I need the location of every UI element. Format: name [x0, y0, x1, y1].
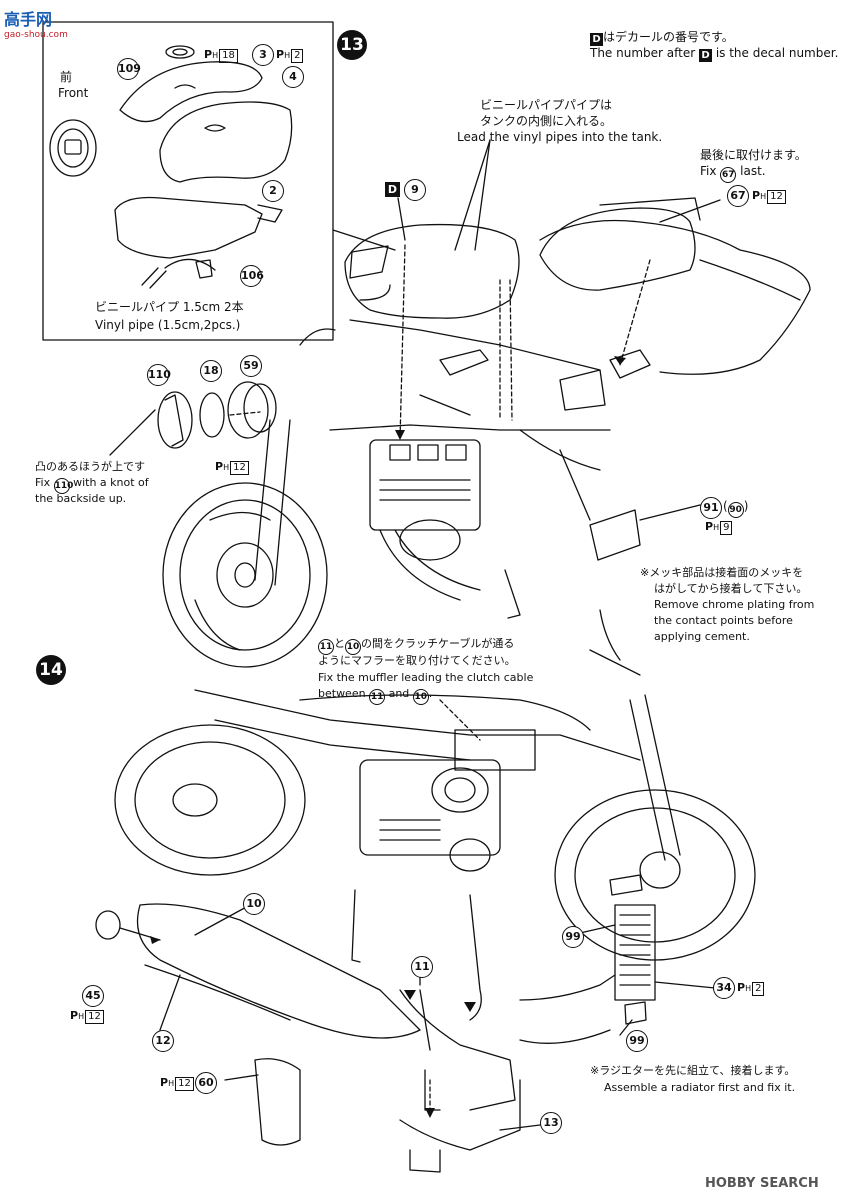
- arrow-icon: [464, 1002, 476, 1012]
- arrow-icon: [614, 356, 626, 365]
- chrome-note-en1: Remove chrome plating from: [654, 598, 815, 611]
- part-110: 110: [147, 364, 171, 386]
- chrome-note-jp2: はがしてから接着して下さい。: [654, 582, 808, 595]
- part-99: 99: [562, 926, 584, 948]
- decal-9: 9: [404, 179, 426, 201]
- part-4: 4: [282, 66, 304, 88]
- part-12: 12: [152, 1030, 174, 1052]
- radiator: [614, 904, 656, 1001]
- arrow-icon: [150, 936, 160, 944]
- inset-frame: [42, 21, 334, 341]
- part-3: 3: [252, 44, 274, 66]
- radiator-note-jp: ※ラジエターを先に組立て、接着します。: [590, 1064, 796, 1077]
- logo-sub: gao-shou.com: [4, 30, 68, 40]
- front-label-jp: 前: [60, 70, 73, 84]
- part-10: 10: [243, 893, 265, 915]
- part-59: 59: [240, 355, 262, 377]
- lead-pipes-jp2: タンクの内側に入れる。: [480, 114, 613, 128]
- part-99: 99: [626, 1030, 648, 1052]
- part-2: 2: [262, 180, 284, 202]
- front-label-en: Front: [58, 86, 89, 100]
- site-logo: 高手网 gao-shou.com: [4, 6, 68, 40]
- muffler: [136, 903, 421, 1039]
- part-13: 13: [540, 1112, 562, 1134]
- chrome-note-en3: applying cement.: [654, 630, 750, 643]
- chrome-note-en2: the contact points before: [654, 614, 793, 627]
- radiator-note-en: Assemble a radiator first and fix it.: [604, 1081, 796, 1094]
- decal-icon: D: [590, 33, 603, 46]
- fix-last-en: Fix 67 last.: [700, 164, 766, 183]
- muffler-note-jp2: ようにマフラーを取り付けてください。: [318, 654, 516, 667]
- step-number-13: 13: [337, 30, 367, 60]
- chrome-note-jp1: ※メッキ部品は接着面のメッキを: [640, 566, 804, 579]
- lead-pipes-jp1: ビニールパイプパイプは: [480, 98, 613, 112]
- part-109: 109: [117, 58, 141, 80]
- part-90-paren: (90): [723, 499, 748, 518]
- part-18: 18: [200, 360, 222, 382]
- seat: [539, 207, 696, 291]
- part-60: 60: [195, 1072, 217, 1094]
- decal-icon: D: [699, 49, 712, 62]
- decal-note-en: The number after D is the decal number.: [590, 46, 839, 62]
- part-91: 91: [700, 497, 722, 519]
- knot-note-en2: the backside up.: [35, 492, 127, 505]
- vinyl-pipe-jp: ビニールパイプ 1.5cm 2本: [95, 300, 244, 314]
- muffler-note-en1: Fix the muffler leading the clutch cable: [318, 671, 534, 684]
- arrow-icon: [404, 990, 416, 1000]
- engine-block: [369, 439, 481, 531]
- knot-note-jp: 凸のあるほうが上です: [35, 460, 145, 473]
- part-34: 34: [713, 977, 735, 999]
- part-67: 67: [727, 185, 749, 207]
- part-106: 106: [240, 265, 264, 287]
- hobby-search-watermark: HOBBY SEARCH: [705, 1176, 819, 1191]
- arrow-icon: [425, 1108, 435, 1118]
- part-11: 11: [411, 956, 433, 978]
- step-number-14: 14: [36, 655, 66, 685]
- knot-note-en1: Fix 110 with a knot of: [35, 475, 149, 494]
- gas-cap-outer: [49, 119, 97, 177]
- muffler-note-en2: between 11 and 10.: [318, 686, 432, 705]
- logo-text: 高手网: [4, 10, 53, 29]
- decal-icon: D: [385, 182, 400, 197]
- part-67-ref: 67: [720, 167, 737, 183]
- fuel-tank: [344, 223, 520, 319]
- fix-last-jp: 最後に取付けます。: [700, 148, 807, 162]
- lead-pipes-en: Lead the vinyl pipes into the tank.: [457, 130, 663, 144]
- part-45: 45: [82, 985, 104, 1007]
- arrow-icon: [395, 430, 405, 440]
- vinyl-pipe-en: Vinyl pipe (1.5cm,2pcs.): [95, 318, 241, 332]
